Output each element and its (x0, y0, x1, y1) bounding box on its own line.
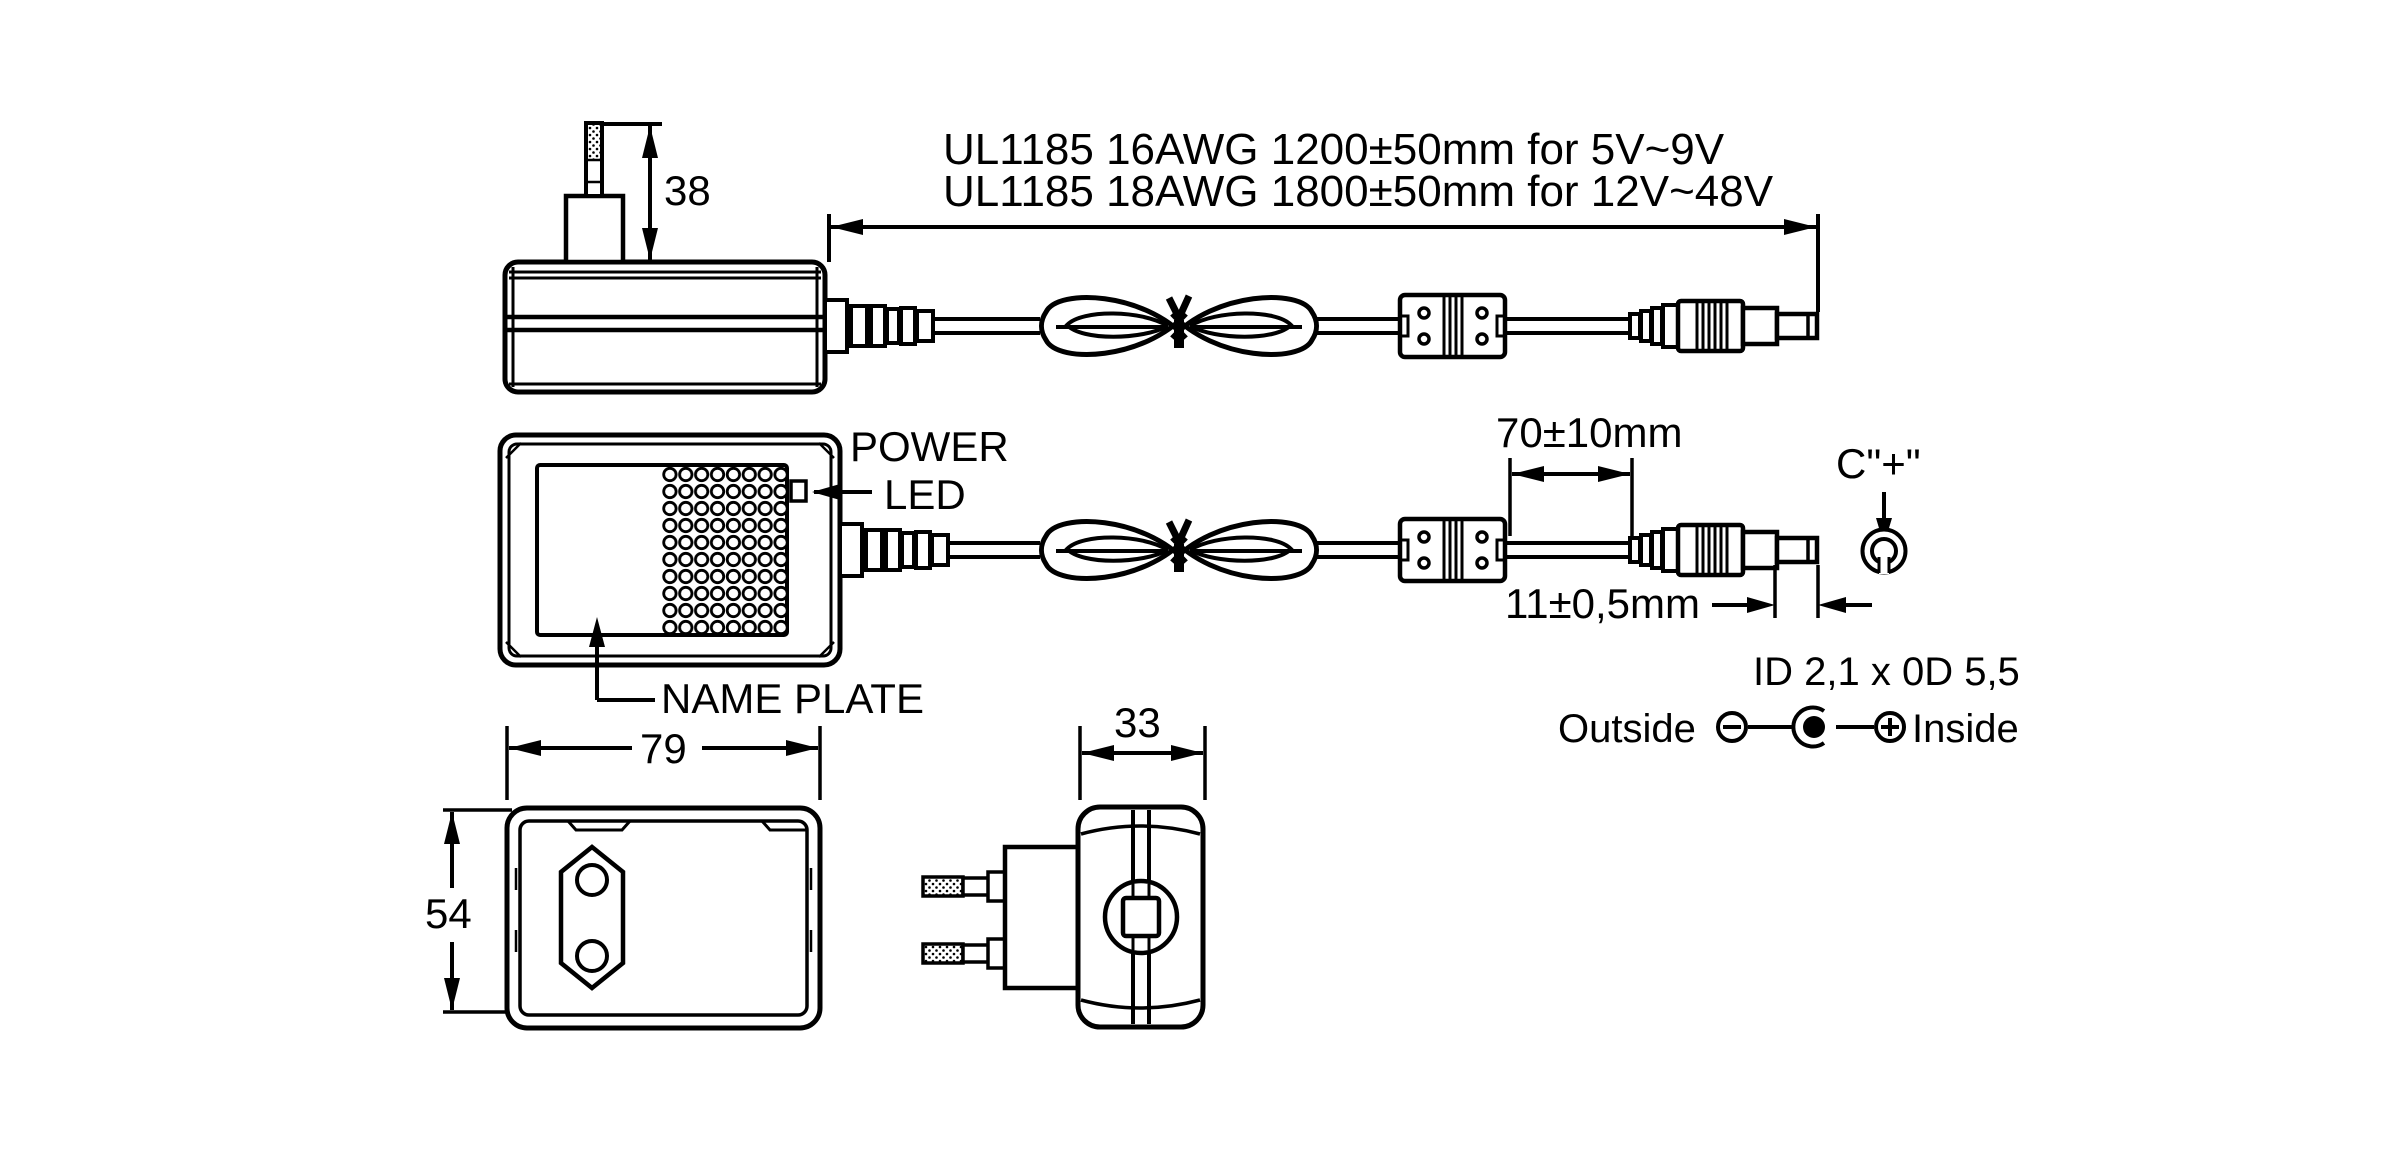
cable-segment (1505, 317, 1630, 335)
cable-segment (1316, 541, 1400, 559)
cable-spec-note: UL1185 16AWG 1200±50mm for 5V~9V UL1185 … (943, 125, 1774, 216)
dim-79-label: 79 (640, 725, 687, 772)
dim-33-label: 33 (1114, 699, 1161, 746)
dc-plug (1630, 301, 1817, 351)
europlug-recess (558, 844, 626, 991)
cable-coil (1042, 520, 1317, 578)
strain-relief (838, 522, 952, 578)
name-plate-label: NAME PLATE (661, 675, 924, 722)
strain-relief (823, 298, 937, 354)
connector-endview (1860, 527, 1908, 575)
cable-segment (948, 541, 1040, 559)
dim-38-label: 38 (664, 167, 711, 214)
cable-segment (1505, 541, 1630, 559)
dim-33: 33 (1078, 699, 1207, 800)
ferrite-bead (1400, 295, 1505, 357)
dc-plug (1630, 525, 1817, 575)
center-positive-label: C"+" (1836, 440, 1921, 487)
led-label: LED (884, 471, 966, 518)
plus-symbol (1874, 711, 1906, 743)
power-led-indicator (789, 479, 808, 503)
minus-symbol (1716, 711, 1748, 743)
dim-70-label: 70±10mm (1496, 409, 1682, 456)
dim-79: 79 (505, 725, 822, 800)
dim-54-label: 54 (425, 890, 472, 937)
pin-hole (575, 939, 609, 973)
dim-11-label: 11±0,5mm (1505, 580, 1700, 627)
adapter-body-side (502, 259, 828, 395)
dim-38: 38 (604, 122, 711, 260)
cable-spec-line2: UL1185 18AWG 1800±50mm for 12V~48V (943, 167, 1774, 216)
side-profile-drawing: 33 (921, 699, 1207, 1030)
center-pin-symbol (1791, 705, 1826, 749)
power-label: POWER (850, 423, 1009, 470)
power-led-callout: POWER LED (812, 423, 1009, 518)
plug-polarity-callout: C"+" (1836, 440, 1921, 575)
cable-assembly-middle (838, 519, 1817, 581)
dim-11: 11±0,5mm (1505, 565, 1872, 627)
ferrite-bead (1400, 519, 1505, 581)
ac-pins (921, 870, 1007, 970)
latch-button (1120, 895, 1162, 939)
cable-segment (933, 317, 1040, 335)
name-plate-callout: NAME PLATE (589, 617, 924, 722)
cable-coil (1042, 296, 1317, 354)
pin-hole (575, 863, 609, 897)
dim-54: 54 (425, 808, 512, 1014)
cable-spec-line1: UL1185 16AWG 1200±50mm for 5V~9V (943, 125, 1725, 174)
euro-plug-pin (563, 121, 626, 265)
cable-segment (1316, 317, 1400, 335)
bottom-view-drawing: 79 54 (425, 725, 823, 1031)
adapter-body-profile (1075, 804, 1206, 1030)
outside-label: Outside (1558, 707, 1696, 751)
plug-module-housing (1002, 844, 1082, 991)
top-side-view: 38 UL1185 16AWG 1200±50mm for 5V~9V UL11… (502, 121, 1820, 395)
connector-size-label: ID 2,1 x 0D 5,5 (1753, 650, 2020, 694)
dim-70: 70±10mm (1496, 409, 1682, 540)
vent-grid (662, 466, 789, 636)
inside-label: Inside (1912, 707, 2019, 751)
front-view-drawing: POWER LED NAME PLATE 70±10mm (497, 409, 2020, 751)
adapter-body-bottom (504, 805, 823, 1031)
polarity-legend: ID 2,1 x 0D 5,5 Outside Inside (1558, 650, 2020, 751)
adapter-body-front (497, 432, 843, 668)
cable-assembly-top (823, 295, 1817, 357)
cable-length-dimension (827, 214, 1820, 312)
